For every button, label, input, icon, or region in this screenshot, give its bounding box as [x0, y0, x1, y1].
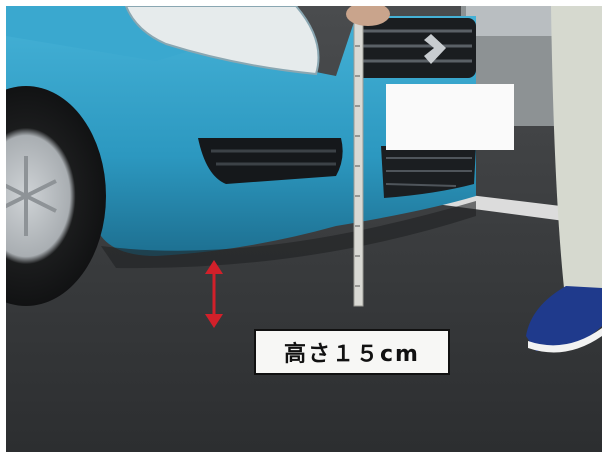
redaction-block: [386, 84, 514, 150]
sneaker: [526, 286, 602, 351]
headlight: [124, 6, 320, 76]
upper-grille: [356, 18, 476, 78]
fog-light-slats: [211, 149, 336, 166]
emblem: [424, 34, 446, 64]
lower-grille-slats: [385, 157, 472, 187]
tape-ticks: [355, 45, 360, 287]
sneaker-sole: [528, 328, 602, 353]
car-photo: [6, 6, 602, 452]
background-fence: [466, 6, 556, 36]
hand: [346, 6, 390, 26]
measuring-tape: [353, 15, 364, 307]
bumper-shadow: [101, 201, 476, 269]
hood: [6, 6, 206, 61]
caption-text: 高さ１５cm: [284, 342, 420, 367]
double-arrow-icon: [205, 260, 223, 328]
height-caption: 高さ１５cm: [254, 329, 450, 375]
grille-slats: [362, 29, 472, 63]
front-tire: [6, 86, 106, 306]
person-trousers: [551, 6, 602, 306]
photo-illustration: [6, 6, 602, 452]
wheel-spokes: [6, 156, 57, 236]
